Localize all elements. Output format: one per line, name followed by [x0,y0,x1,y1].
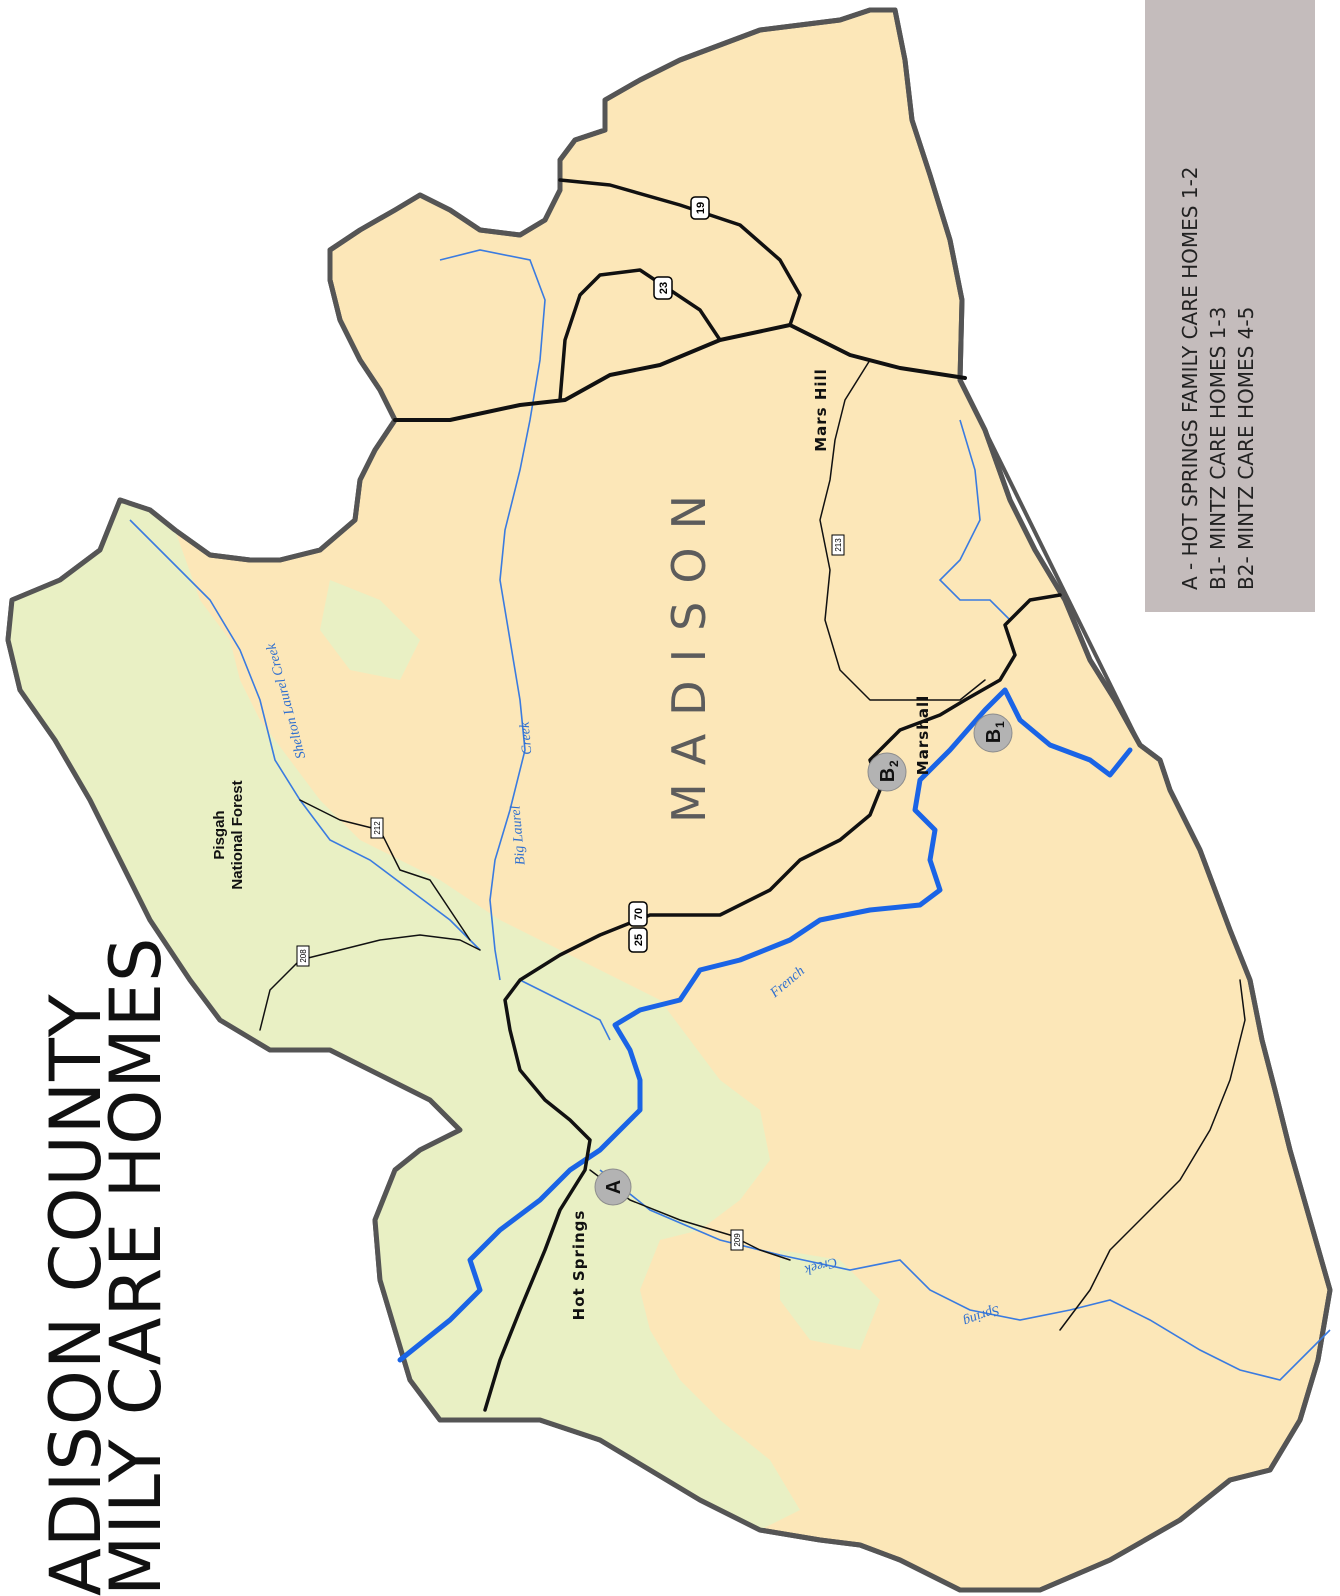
us-25-70-road [483,593,1062,1412]
legend-item-a: A - HOT SPRINGS FAMILY CARE HOMES 1-2 [1178,166,1202,590]
southwest-stream [519,979,611,1041]
us-19-north-road [558,178,802,327]
forest-patch [320,580,420,680]
label-big-laurel-creek: Creek [518,720,536,755]
marker-b1-sub: 1 [993,721,1007,728]
shield-us25: 25 [628,927,648,953]
streams [129,249,1331,1381]
shield-nc208-label: 208 [299,949,308,963]
map-title-line2: MILY CARE HOMES [95,937,177,1596]
forest-area [8,500,800,1530]
nc-212-road [299,799,471,941]
map-title-line1: ADISON COUNTY [35,993,117,1596]
shield-us19-label: 19 [695,202,707,214]
forest-label-line1: Pisgah [211,810,228,859]
shelton-laurel-creek-line [129,519,481,951]
marker-b1[interactable]: B 1 [973,713,1013,753]
shield-us70: 70 [628,901,648,927]
town-marshall: Marshall [914,695,932,775]
east-local-road [1059,979,1246,1331]
legend: A - HOT SPRINGS FAMILY CARE HOMES 1-2 B1… [1145,0,1315,612]
marker-b2-sub: 2 [887,760,901,767]
nc-208-road [259,934,481,1031]
shield-nc208: 208 [296,945,310,967]
marker-a[interactable]: A [594,1168,632,1206]
shield-us19: 19 [690,196,710,220]
shield-nc212: 212 [370,817,384,839]
legend-item-b2: B2- MINTZ CARE HOMES 4-5 [1234,307,1258,590]
state-line [958,379,1142,746]
marker-b2-letter: B [877,768,899,782]
county-border [5,7,1333,1593]
marker-a-label: A [603,1180,625,1194]
shield-nc213-label: 213 [834,538,843,552]
nc-213-road [819,359,986,701]
shield-nc209-label: 209 [733,1233,742,1247]
forest-patch [780,1250,880,1350]
french-broad-river [397,687,1133,1363]
roads [259,178,1246,1412]
county-name-label: MADISON [662,477,716,823]
big-laurel-creek-line [439,249,546,981]
shield-nc209: 209 [730,1229,744,1251]
us-23-road [558,268,722,402]
label-big-laurel: Big Laurel [508,805,528,866]
shield-nc213: 213 [831,534,845,556]
shield-us23-label: 23 [658,282,670,294]
legend-background [1145,0,1315,612]
legend-item-b1: B1- MINTZ CARE HOMES 1-3 [1206,307,1230,590]
forest-patch [250,920,320,1010]
east-stream [938,419,1031,622]
marker-b1-letter: B [983,729,1005,743]
forest-label-line2: National Forest [229,780,246,889]
marker-b2[interactable]: B 2 [867,752,907,792]
shield-us25-label: 25 [633,934,645,946]
us-19-road [393,323,967,422]
shield-us23: 23 [653,276,673,300]
town-hot-springs: Hot Springs [570,1210,588,1321]
shield-us70-label: 70 [633,908,645,920]
shield-nc212-label: 212 [373,821,382,835]
town-mars-hill: Mars Hill [812,368,830,452]
spring-creek-line [599,1169,1331,1381]
